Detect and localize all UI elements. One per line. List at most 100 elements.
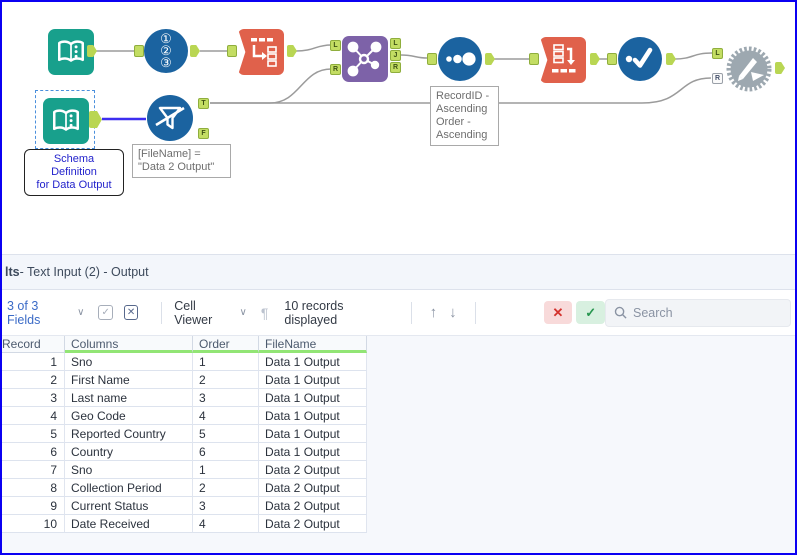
scroll-up-icon[interactable]: ↑ — [429, 304, 438, 321]
join-output-join-anchor[interactable]: J — [390, 50, 401, 61]
table-cell[interactable]: Data 2 Output — [259, 479, 367, 497]
select-all-checkbox-icon[interactable]: ✓ — [98, 305, 113, 320]
record-number-cell[interactable]: 2 — [2, 371, 65, 389]
table-cell[interactable]: 2 — [193, 479, 259, 497]
table-cell[interactable]: Data 2 Output — [259, 497, 367, 515]
table-cell[interactable]: Current Status — [65, 497, 193, 515]
table-cell[interactable]: Collection Period — [65, 479, 193, 497]
table-cell[interactable]: 3 — [193, 497, 259, 515]
search-input[interactable] — [633, 305, 784, 320]
fields-selector[interactable]: 3 of 3 Fields — [7, 298, 41, 327]
record-number-cell[interactable]: 4 — [2, 407, 65, 425]
column-header-order[interactable]: Order — [193, 336, 259, 353]
table-cell[interactable]: 3 — [193, 389, 259, 407]
table-cell[interactable]: Reported Country — [65, 425, 193, 443]
join-input-right-anchor[interactable]: R — [330, 64, 341, 75]
transpose-input-anchor[interactable] — [227, 45, 237, 57]
table-cell[interactable]: Data 2 Output — [259, 515, 367, 533]
chevron-down-icon[interactable]: ∨ — [239, 307, 247, 318]
table-cell[interactable]: Date Received — [65, 515, 193, 533]
table-cell[interactable]: 1 — [193, 461, 259, 479]
column-header-filename[interactable]: FileName — [259, 336, 367, 353]
sort-input-anchor[interactable] — [427, 53, 437, 65]
text-input-tool[interactable] — [48, 29, 94, 75]
record-number-cell[interactable]: 9 — [2, 497, 65, 515]
record-number-cell[interactable]: 7 — [2, 461, 65, 479]
workflow-canvas[interactable]: ① ② ③ L R — [2, 2, 795, 254]
column-header-columns[interactable]: Columns — [65, 336, 193, 353]
table-cell[interactable]: 6 — [193, 443, 259, 461]
record-number-cell[interactable]: 10 — [2, 515, 65, 533]
schema-annotation[interactable]: Schema Definition for Data Output — [24, 149, 124, 196]
sort-annotation[interactable]: RecordID - Ascending Order - Ascending — [430, 86, 499, 146]
join-input-left-anchor[interactable]: L — [330, 40, 341, 51]
join-output-left-anchor[interactable]: L — [390, 38, 401, 49]
table-cell[interactable]: Geo Code — [65, 407, 193, 425]
filter-annotation[interactable]: [FileName] = "Data 2 Output" — [132, 144, 231, 178]
cross-tab-tool[interactable] — [540, 37, 586, 83]
record-number-cell[interactable]: 1 — [2, 353, 65, 371]
apply-button[interactable]: ✓ — [576, 301, 605, 324]
pilcrow-icon[interactable]: ¶ — [260, 304, 269, 321]
search-box[interactable] — [605, 298, 791, 327]
table-cell[interactable]: Data 1 Output — [259, 407, 367, 425]
record-number-cell[interactable]: 8 — [2, 479, 65, 497]
table-cell[interactable]: Data 1 Output — [259, 371, 367, 389]
join-tool[interactable] — [342, 36, 388, 82]
table-cell[interactable]: First Name — [65, 371, 193, 389]
table-cell[interactable]: Data 1 Output — [259, 425, 367, 443]
text-input-2-output-anchor[interactable] — [89, 111, 102, 128]
select-output-anchor[interactable] — [666, 53, 676, 65]
transpose-output-anchor[interactable] — [287, 45, 297, 57]
record-id-tool[interactable]: ① ② ③ — [144, 29, 188, 73]
record-number-cell[interactable]: 3 — [2, 389, 65, 407]
text-input-output-anchor[interactable] — [87, 45, 97, 57]
filter-tool[interactable] — [147, 95, 193, 141]
chevron-down-icon[interactable]: ∨ — [77, 307, 85, 318]
table-cell[interactable]: 4 — [193, 407, 259, 425]
text-input-2-tool[interactable] — [43, 98, 89, 144]
select-tool[interactable] — [618, 37, 662, 81]
cross-tab-output-anchor[interactable] — [590, 53, 600, 65]
transpose-tool[interactable] — [238, 29, 284, 75]
record-number-cell[interactable]: 6 — [2, 443, 65, 461]
table-cell[interactable]: Last name — [65, 389, 193, 407]
macro-tool[interactable] — [724, 44, 774, 99]
select-input-anchor[interactable] — [607, 53, 617, 65]
filter-false-anchor[interactable]: F — [198, 128, 209, 139]
cancel-button[interactable]: ✕ — [543, 301, 573, 324]
filter-true-anchor[interactable]: T — [198, 98, 209, 109]
join-output-right-anchor[interactable]: R — [390, 62, 401, 73]
cross-tab-input-anchor[interactable] — [529, 53, 539, 65]
record-number-cell[interactable]: 5 — [2, 425, 65, 443]
sort-output-anchor[interactable] — [485, 53, 495, 65]
record-id-output-anchor[interactable] — [190, 45, 200, 57]
sort-tool[interactable] — [438, 37, 482, 81]
record-id-input-anchor[interactable] — [134, 45, 144, 57]
column-header-record[interactable]: Record — [2, 336, 65, 353]
scroll-down-icon[interactable]: ↓ — [449, 304, 457, 321]
macro-input-right-anchor[interactable]: R — [712, 73, 723, 84]
table-cell[interactable]: Data 1 Output — [259, 389, 367, 407]
deselect-all-icon[interactable]: ✕ — [123, 305, 139, 320]
table-cell[interactable]: Data 1 Output — [259, 353, 367, 371]
table-cell[interactable]: 5 — [193, 425, 259, 443]
table-cell[interactable]: Sno — [65, 461, 193, 479]
table-cell[interactable]: Data 1 Output — [259, 443, 367, 461]
table-cell[interactable]: 2 — [193, 371, 259, 389]
cell-viewer-dropdown[interactable]: Cell Viewer — [174, 298, 213, 327]
table-cell[interactable]: Country — [65, 443, 193, 461]
macro-output-anchor[interactable] — [775, 62, 785, 74]
table-cell[interactable]: Data 2 Output — [259, 461, 367, 479]
macro-input-left-anchor[interactable]: L — [712, 48, 723, 59]
table-cell[interactable]: 1 — [193, 353, 259, 371]
